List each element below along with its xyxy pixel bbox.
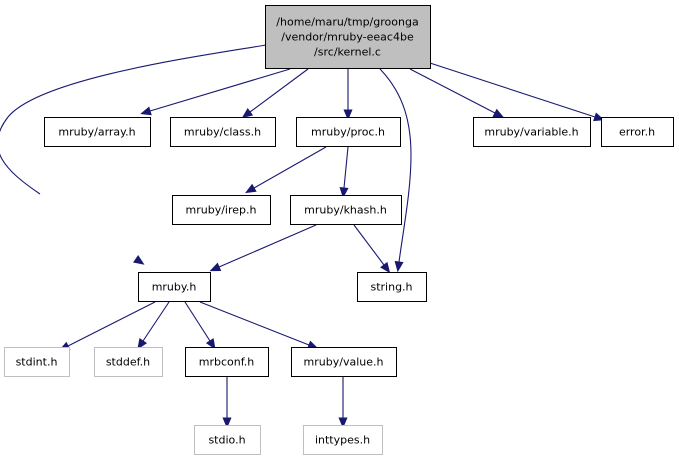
node-label: mruby.h <box>152 281 197 294</box>
arrowhead-icon <box>343 109 353 121</box>
node-variable[interactable]: mruby/variable.h <box>473 117 591 147</box>
node-error[interactable]: error.h <box>601 117 674 147</box>
node-stdint[interactable]: stdint.h <box>4 347 70 377</box>
edge-proc-to-irep <box>245 146 327 194</box>
arrowhead-icon <box>209 262 222 272</box>
node-box <box>265 5 431 69</box>
edge-line <box>199 301 310 346</box>
node-label: inttypes.h <box>315 434 370 447</box>
node-box <box>291 347 397 377</box>
edge-line <box>218 224 317 268</box>
node-box <box>296 117 401 147</box>
node-label: /src/kernel.c <box>314 46 381 59</box>
arrowhead-icon <box>137 338 148 350</box>
edge-proc-to-khash <box>339 146 349 199</box>
node-stdio[interactable]: stdio.h <box>194 425 261 455</box>
edge-line <box>249 68 309 113</box>
node-label: /vendor/mruby-eeac4be <box>281 31 414 44</box>
node-box <box>194 425 261 455</box>
node-label: stdint.h <box>16 356 58 369</box>
node-box <box>170 117 276 147</box>
edge-mruby-to-stddef <box>137 301 170 350</box>
edge-line <box>149 68 291 112</box>
node-label: string.h <box>370 281 412 294</box>
edge-line <box>142 301 170 342</box>
arrowhead-icon <box>222 417 232 429</box>
node-box <box>303 425 383 455</box>
node-box <box>473 117 591 147</box>
edge-kernel-to-proc <box>343 69 353 121</box>
node-inttypes[interactable]: inttypes.h <box>303 425 383 455</box>
node-kernel[interactable]: /home/maru/tmp/groonga/vendor/mruby-eeac… <box>265 5 431 69</box>
node-mruby[interactable]: mruby.h <box>138 272 211 302</box>
arrowhead-icon <box>492 108 505 118</box>
node-mrbconf[interactable]: mrbconf.h <box>185 347 269 377</box>
arrowhead-icon <box>133 254 145 265</box>
node-label: error.h <box>619 126 655 139</box>
edge-line <box>379 68 412 263</box>
edge-line <box>67 301 156 347</box>
edge-line <box>0 44 267 195</box>
node-label: stdio.h <box>208 434 245 447</box>
edge-line <box>353 224 385 266</box>
edge-line <box>429 62 596 118</box>
node-box <box>172 195 271 225</box>
node-box <box>4 347 70 377</box>
node-label: /home/maru/tmp/groonga <box>276 16 418 29</box>
node-layer: /home/maru/tmp/groonga/vendor/mruby-eeac… <box>4 5 674 455</box>
edge-khash-to-string <box>353 224 391 274</box>
node-label: mruby/khash.h <box>304 204 387 217</box>
arrowhead-icon <box>205 338 216 350</box>
node-array[interactable]: mruby/array.h <box>44 117 151 147</box>
node-class[interactable]: mruby/class.h <box>170 117 276 147</box>
node-box <box>601 117 674 147</box>
edge-kernel-to-string <box>379 68 412 273</box>
edge-line <box>409 68 496 114</box>
edge-kernel-to-array <box>140 68 291 116</box>
arrowhead-icon <box>245 183 257 194</box>
node-box <box>357 272 427 302</box>
node-label: mruby/value.h <box>304 356 384 369</box>
edge-value-to-inttypes <box>338 377 348 429</box>
arrowhead-icon <box>339 187 349 199</box>
edge-kernel-to-mruby <box>0 44 267 265</box>
node-label: mruby/proc.h <box>311 126 385 139</box>
node-label: mruby/irep.h <box>186 204 257 217</box>
node-label: mruby/class.h <box>184 126 261 139</box>
node-string[interactable]: string.h <box>357 272 427 302</box>
node-box <box>94 347 163 377</box>
arrowhead-icon <box>380 261 391 274</box>
node-label: stddef.h <box>106 356 150 369</box>
edge-line <box>253 146 327 189</box>
node-box <box>290 195 402 225</box>
node-label: mruby/array.h <box>58 126 135 139</box>
arrowhead-icon <box>241 108 254 119</box>
node-label: mruby/variable.h <box>484 126 578 139</box>
node-value[interactable]: mruby/value.h <box>291 347 397 377</box>
node-stddef[interactable]: stddef.h <box>94 347 163 377</box>
arrowhead-icon <box>394 260 404 273</box>
edge-khash-to-mruby <box>209 224 317 272</box>
node-box <box>44 117 151 147</box>
node-khash[interactable]: mruby/khash.h <box>290 195 402 225</box>
arrowhead-icon <box>338 417 348 429</box>
edge-line <box>343 146 349 189</box>
edge-line <box>184 301 211 342</box>
edge-kernel-to-class <box>241 68 309 119</box>
edge-kernel-to-variable <box>409 68 505 118</box>
node-proc[interactable]: mruby/proc.h <box>296 117 401 147</box>
node-irep[interactable]: mruby/irep.h <box>172 195 271 225</box>
edge-mrbconf-to-stdio <box>222 377 232 429</box>
edge-mruby-to-mrbconf <box>184 301 216 350</box>
node-label: mrbconf.h <box>199 356 255 369</box>
edge-mruby-to-value <box>199 301 319 350</box>
node-box <box>185 347 269 377</box>
edge-kernel-to-error <box>429 62 605 122</box>
edge-layer <box>0 44 605 429</box>
node-box <box>138 272 211 302</box>
arrowhead-icon <box>140 106 152 116</box>
